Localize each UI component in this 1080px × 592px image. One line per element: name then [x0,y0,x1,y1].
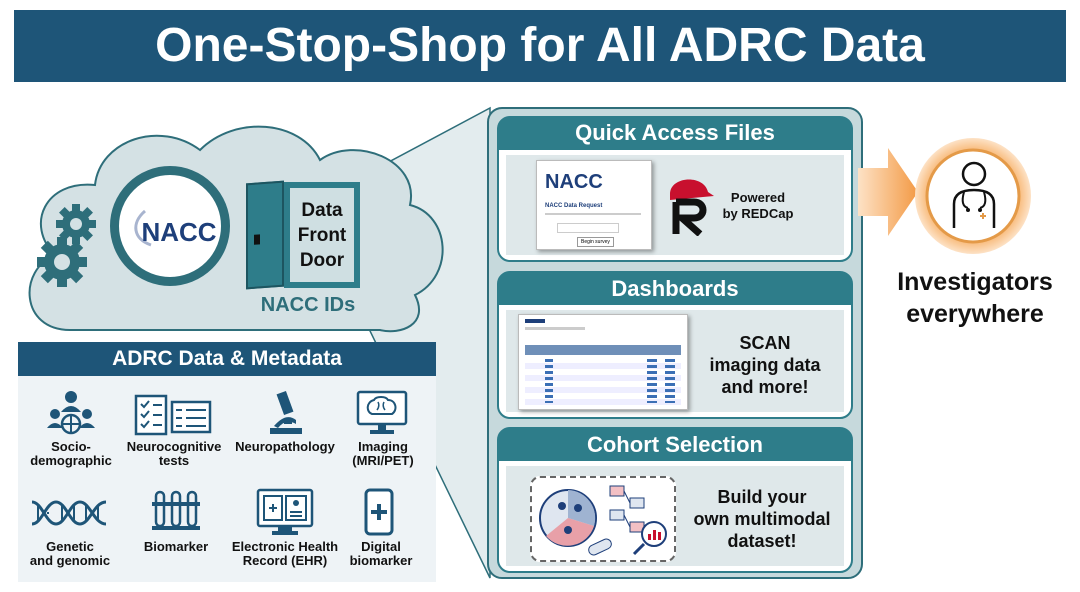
cohort-illustration [530,476,676,562]
dna-icon [31,500,107,526]
dashboards-title: Dashboards [611,276,739,301]
data-request-form-thumbnail: NACC NACC Data Request Begin survey [536,160,652,250]
cohort-selection-title: Cohort Selection [586,432,763,457]
brain-monitor-icon [356,390,408,434]
microscope-icon [270,390,302,434]
door-handle-icon [254,234,260,245]
people-globe-icon [47,391,95,435]
dashboard-thumbnail [518,314,688,410]
redcap-logo-icon [670,179,714,236]
cohort-pie-icon [539,485,667,556]
nacc-logo-text: NACC [141,217,217,247]
health-record-icon [256,488,314,535]
arrow-right-icon [858,148,918,236]
door-line-1: Data [301,199,343,221]
nacc-ids-label: NACC IDs [260,294,356,316]
metadata-box: ADRC Data & Metadata [18,342,436,582]
quick-access-title: Quick Access Files [575,120,775,145]
swoosh-icon [134,209,152,247]
page-title: One-Stop-Shop for All ADRC Data [14,10,1066,82]
door-line-2: Front [297,224,347,246]
doctor-icon [952,161,996,228]
category-biomarker: Biomarker [143,539,209,554]
category-neuropathology: Neuropathology [235,439,335,454]
form-heading: NACC Data Request [545,203,603,209]
nacc-logo: NACC [110,166,230,286]
form-begin-button: Begin survey [577,237,614,247]
smartphone-icon [364,488,394,536]
investigators-caption: Investigators everywhere [897,268,1053,328]
form-logo: NACC [545,171,603,193]
checklist-icon [134,394,212,436]
category-sociodemographic: Socio-demographic [30,439,112,468]
test-tubes-icon [152,490,200,530]
gears-icon [37,204,96,287]
door-line-3: Door [299,249,345,271]
cohort-caption: Build your own multimodal dataset! [693,487,831,551]
category-imaging: Imaging(MRI/PET) [352,439,414,468]
door-frame: Data Front Door [284,182,360,288]
open-door-icon [246,180,284,290]
dashboards-caption: SCAN imaging data and more! [709,333,821,397]
metadata-header: ADRC Data & Metadata [18,342,436,376]
